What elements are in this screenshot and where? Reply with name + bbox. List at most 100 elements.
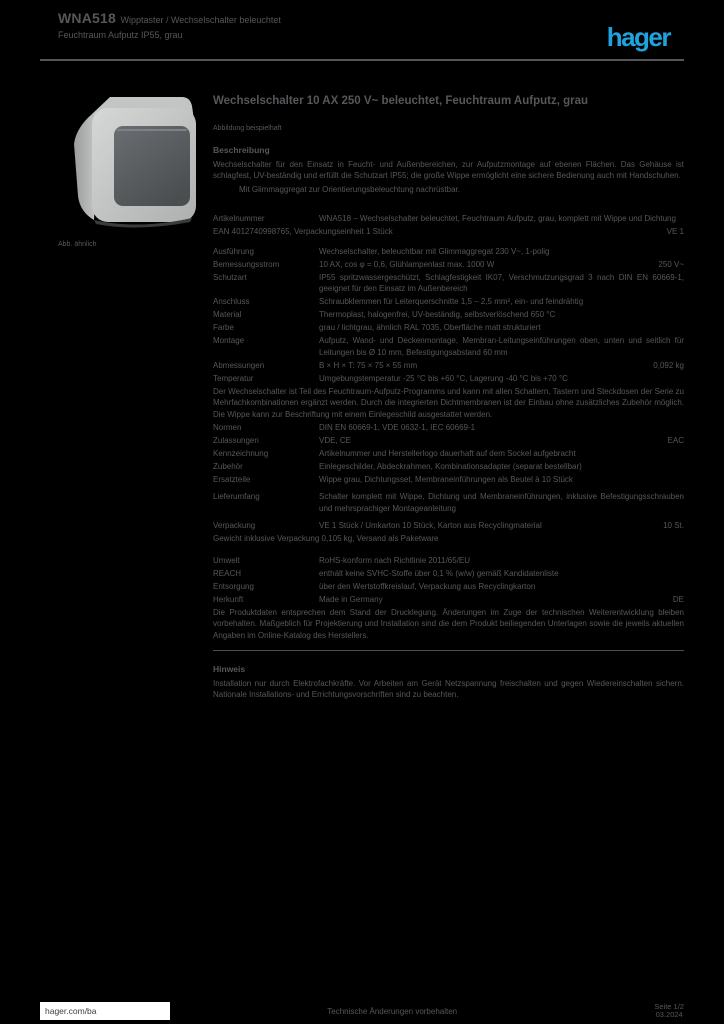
row-value-right: DE bbox=[672, 594, 684, 604]
row-value: Einlegeschilder, Abdeckrahmen, Kombinati… bbox=[319, 461, 582, 471]
photo-caption: Abb. ähnlich bbox=[58, 241, 97, 248]
row-label: Zubehör bbox=[213, 461, 243, 471]
row-label: Abmessungen bbox=[213, 360, 265, 370]
row-value-right: EAC bbox=[667, 435, 684, 445]
table-row: Entsorgung über den Wertstoffkreislauf, … bbox=[213, 581, 684, 593]
row-value-right: 0,092 kg bbox=[653, 360, 684, 370]
row-value-right: 10 St. bbox=[663, 521, 684, 530]
switch-shadow bbox=[94, 218, 192, 228]
document-ref: WNA518 Wipptaster / Wechselschalter bele… bbox=[58, 10, 281, 42]
spec-column: Wechselschalter 10 AX 250 V~ beleuchtet,… bbox=[213, 92, 684, 700]
row-label: Herkunft bbox=[213, 594, 244, 604]
row-label: Zulassungen bbox=[213, 435, 259, 445]
table-row: Temperatur Umgebungstemperatur -25 °C bi… bbox=[213, 373, 684, 385]
divider-rule bbox=[213, 650, 684, 651]
title-caption: Abbildung beispielhaft bbox=[213, 125, 282, 132]
row-value: Schraubklemmen für Leiterquerschnitte 1,… bbox=[319, 297, 584, 306]
hager-logo: hager bbox=[606, 22, 672, 52]
footer-link[interactable]: hager.com/ba bbox=[40, 1002, 170, 1020]
row-value: Die Produktdaten entsprechen dem Stand d… bbox=[213, 607, 684, 640]
row-value: grau / lichtgrau, ähnlich RAL 7035, Ober… bbox=[319, 323, 541, 332]
environment-table: Umwelt RoHS-konform nach Richtlinie 2011… bbox=[213, 555, 684, 642]
row-label: Umwelt bbox=[213, 555, 240, 565]
row-value: Wippe grau, Dichtungsset, Membraneinführ… bbox=[319, 474, 573, 484]
table-row: REACH enthält keine SVHC-Stoffe über 0,1… bbox=[213, 568, 684, 580]
row-label: REACH bbox=[213, 568, 242, 578]
table-row: Anschluss Schraubklemmen für Leiterquers… bbox=[213, 296, 684, 308]
row-value: Thermoplast, halogenfrei, UV-beständig, … bbox=[319, 310, 556, 319]
row-label: Verpackung bbox=[213, 521, 256, 530]
spec-table: Ausführung Wechselschalter, beleuchtbar … bbox=[213, 246, 684, 486]
row-label: Schutzart bbox=[213, 272, 247, 282]
row-value: RoHS-konform nach Richtlinie 2011/65/EU bbox=[319, 555, 471, 565]
page-header: WNA518 Wipptaster / Wechselschalter bele… bbox=[40, 10, 684, 58]
row-label: Material bbox=[213, 310, 242, 319]
table-row: Lieferumfang Schalter komplett mit Wippe… bbox=[213, 491, 684, 514]
table-row: Gewicht inklusive Verpackung 0,105 kg, V… bbox=[213, 533, 684, 545]
row-value: EAN 4012740998765, Verpackungseinheit 1 … bbox=[213, 227, 393, 236]
table-row: Zubehör Einlegeschilder, Abdeckrahmen, K… bbox=[213, 461, 684, 473]
table-row: Abmessungen B × H × T: 75 × 75 × 55 mm 0… bbox=[213, 360, 684, 372]
table-row: Normen DIN EN 60669-1, VDE 0632-1, IEC 6… bbox=[213, 422, 684, 434]
notice-heading: Hinweis bbox=[213, 664, 246, 674]
main-content: Abb. ähnlich Wechselschalter 10 AX 250 V… bbox=[58, 92, 684, 700]
row-value: Made in Germany bbox=[319, 594, 383, 604]
row-label: Artikelnummer bbox=[213, 214, 265, 223]
description-note: Mit Glimmaggregat zur Orientierungsbeleu… bbox=[239, 185, 460, 194]
row-value: Wechselschalter, beleuchtbar mit Glimmag… bbox=[319, 246, 550, 256]
row-label: Temperatur bbox=[213, 373, 254, 383]
row-label: Montage bbox=[213, 336, 245, 345]
table-row: Zulassungen VDE, CE EAC bbox=[213, 435, 684, 447]
row-value: 10 AX, cos φ = 0,6, Glühlampenlast max. … bbox=[319, 259, 495, 269]
switch-rocker bbox=[114, 126, 190, 206]
row-value: Umgebungstemperatur -25 °C bis +60 °C, L… bbox=[319, 373, 568, 383]
supply-table: Lieferumfang Schalter komplett mit Wippe… bbox=[213, 491, 684, 514]
notice-paragraph: Installation nur durch Elektrofachkräfte… bbox=[213, 679, 684, 699]
table-row: Bemessungsstrom 10 AX, cos φ = 0,6, Glüh… bbox=[213, 259, 684, 271]
page-footer: hager.com/ba Technische Änderungen vorbe… bbox=[40, 1002, 684, 1020]
table-row: Der Wechselschalter ist Teil des Feuchtr… bbox=[213, 386, 684, 421]
description-heading: Beschreibung bbox=[213, 145, 270, 155]
table-row: Artikelnummer WNA518 – Wechselschalter b… bbox=[213, 213, 684, 225]
row-label: Entsorgung bbox=[213, 581, 254, 591]
product-title: Wechselschalter 10 AX 250 V~ beleuchtet,… bbox=[213, 95, 589, 107]
row-value: Schalter komplett mit Wippe, Dichtung un… bbox=[319, 492, 684, 513]
table-row: EAN 4012740998765, Verpackungseinheit 1 … bbox=[213, 226, 684, 238]
ref-line1: WNA518 Wipptaster / Wechselschalter bele… bbox=[58, 10, 281, 27]
row-label: Ersatzteile bbox=[213, 474, 251, 484]
row-value: DIN EN 60669-1, VDE 0632-1, IEC 60669-1 bbox=[319, 422, 476, 432]
row-value-right: 250 V~ bbox=[658, 259, 684, 269]
table-row: Material Thermoplast, halogenfrei, UV-be… bbox=[213, 309, 684, 321]
row-value: VE 1 Stück / Umkarton 10 Stück, Karton a… bbox=[319, 521, 542, 530]
table-row: Herkunft Made in Germany DE bbox=[213, 594, 684, 606]
description-paragraph: Wechselschalter für den Einsatz in Feuch… bbox=[213, 160, 684, 180]
row-value: Artikelnummer und Herstellerlogo dauerha… bbox=[319, 448, 576, 458]
table-row: Die Produktdaten entsprechen dem Stand d… bbox=[213, 607, 684, 642]
row-label: Normen bbox=[213, 422, 242, 432]
footer-page-number: Seite 1/2 bbox=[654, 1001, 684, 1011]
table-row: Schutzart IP55 spritzwassergeschützt, Sc… bbox=[213, 272, 684, 295]
row-label: Lieferumfang bbox=[213, 492, 260, 501]
article-table: Artikelnummer WNA518 – Wechselschalter b… bbox=[213, 213, 684, 238]
table-row: Farbe grau / lichtgrau, ähnlich RAL 7035… bbox=[213, 322, 684, 334]
table-row: Ausführung Wechselschalter, beleuchtbar … bbox=[213, 246, 684, 258]
row-value: IP55 spritzwassergeschützt, Schlagfestig… bbox=[319, 272, 684, 294]
table-row: Montage Aufputz, Wand- und Deckenmontage… bbox=[213, 335, 684, 358]
article-short-description: Wipptaster / Wechselschalter beleuchtet bbox=[120, 15, 281, 25]
row-value: B × H × T: 75 × 75 × 55 mm bbox=[319, 360, 418, 370]
row-label: Kennzeichnung bbox=[213, 448, 269, 458]
footer-page-info: Seite 1/2 03.2024 bbox=[654, 1001, 684, 1020]
row-value-right: VE 1 bbox=[666, 227, 684, 236]
table-row: Kennzeichnung Artikelnummer und Herstell… bbox=[213, 448, 684, 460]
row-value: Aufputz, Wand- und Deckenmontage, Membra… bbox=[319, 336, 684, 357]
footer-date: 03.2024 bbox=[655, 1010, 683, 1019]
row-value: über den Wertstoffkreislauf, Verpackung … bbox=[319, 581, 536, 591]
table-row: Umwelt RoHS-konform nach Richtlinie 2011… bbox=[213, 555, 684, 567]
row-value: Gewicht inklusive Verpackung 0,105 kg, V… bbox=[213, 534, 439, 543]
row-label: Ausführung bbox=[213, 246, 254, 256]
row-label: Farbe bbox=[213, 323, 234, 332]
row-value: VDE, CE bbox=[319, 435, 352, 445]
row-value: Der Wechselschalter ist Teil des Feuchtr… bbox=[213, 386, 684, 419]
article-number: WNA518 bbox=[58, 10, 116, 26]
